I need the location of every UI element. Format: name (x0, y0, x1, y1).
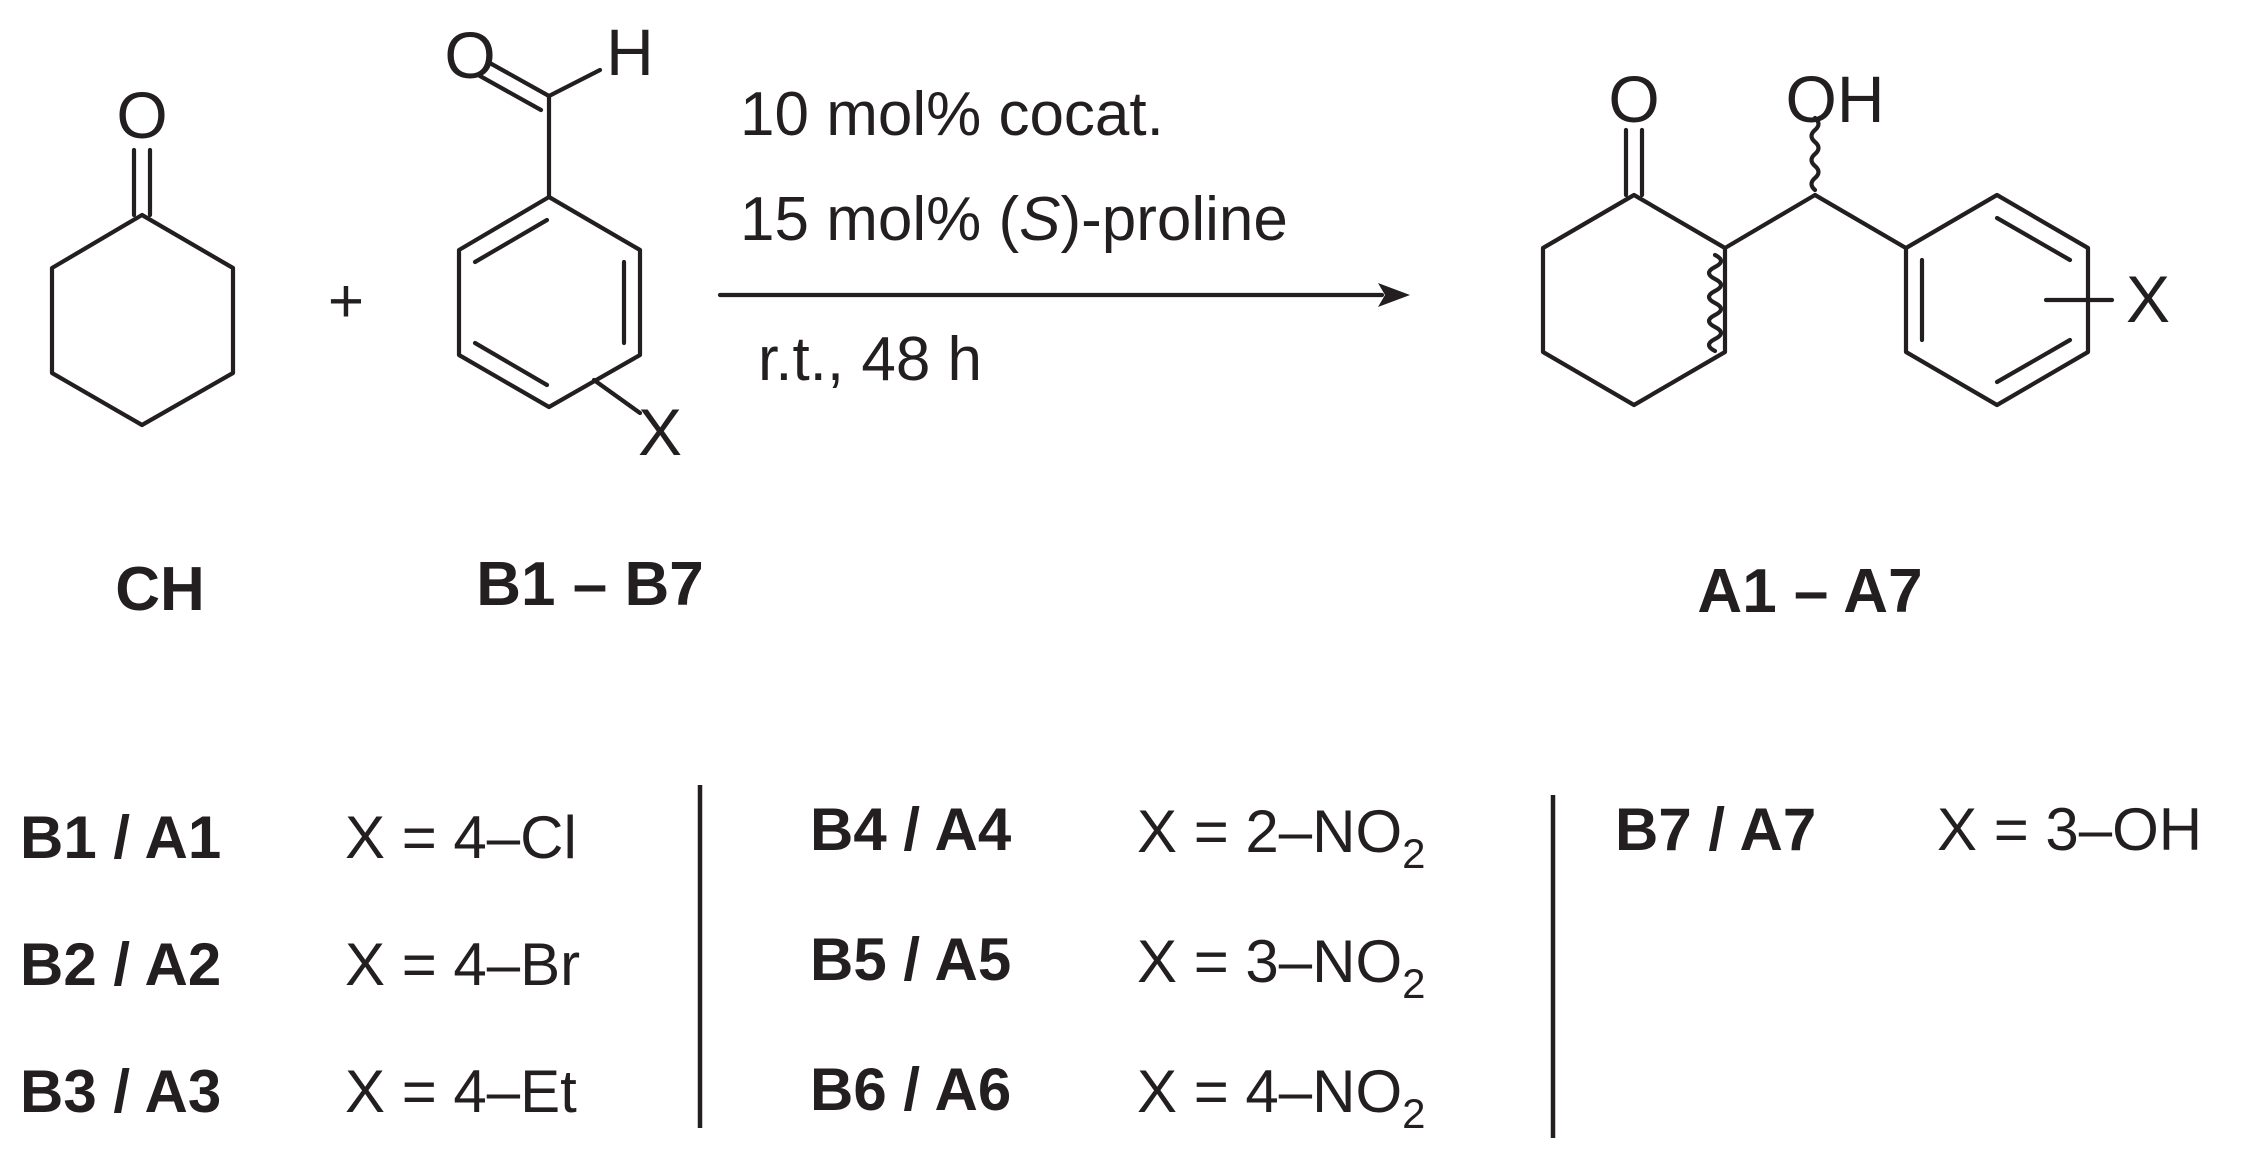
aldehyde-co-bond-b (477, 73, 544, 113)
cyclohexanone-ring (49, 212, 236, 428)
table-row-label: B2 / A2 (20, 931, 221, 998)
table-row-label: B4 / A4 (810, 796, 1012, 863)
label-aldehydes: B1 – B7 (476, 550, 703, 619)
label-products: A1 – A7 (1697, 557, 1922, 626)
product-ketone-oxygen: O (1608, 62, 1659, 136)
aldehyde-hydrogen: H (606, 15, 654, 89)
table-row-substituent: X = 4–NO2 (1137, 1058, 1426, 1137)
aldol-product-structure: O OH X (1540, 62, 2170, 408)
benzaldehyde-ring-inner-1 (472, 217, 550, 265)
table-row-label: B3 / A3 (20, 1058, 221, 1125)
aldehyde-ch-bond (546, 67, 603, 99)
condition-proline: 15 mol% (S)-proline (740, 185, 1288, 254)
product-benzene-ring (1903, 192, 2091, 408)
product-benzene-inner-3 (1994, 337, 2073, 385)
condition-temperature-time: r.t., 48 h (758, 325, 982, 394)
table-row-substituent: X = 3–OH (1937, 796, 2202, 863)
product-benzene-inner-2 (1994, 215, 2073, 263)
substituent-table: B1 / A1 X = 4–Cl B2 / A2 X = 4–Br B3 / A… (20, 785, 2202, 1138)
table-row-label: B1 / A1 (20, 804, 221, 871)
table-row-substituent: X = 2–NO2 (1137, 798, 1426, 877)
benzaldehyde-ring (456, 194, 643, 410)
ketone-oxygen: O (116, 78, 167, 152)
product-hydroxyl: OH (1786, 62, 1885, 136)
benzaldehyde-ring-inner-3 (472, 340, 550, 388)
table-row-label: B5 / A5 (810, 926, 1011, 993)
aldehyde-substituent-x: X (638, 395, 682, 469)
table-row-substituent: X = 4–Br (345, 931, 580, 998)
label-cyclohexanone: CH (115, 555, 205, 624)
aldehyde-oxygen: O (444, 18, 495, 92)
product-choh-aryl-bond (1812, 192, 1909, 251)
product-substituent-x: X (2126, 262, 2170, 336)
plus-sign: + (328, 267, 364, 336)
product-carbinol-stereocenter-wavy (1809, 115, 1821, 193)
cyclohexanone-structure: O (49, 78, 236, 428)
substituent-bond-aldehyde (591, 377, 643, 416)
table-row-label: B6 / A6 (810, 1056, 1011, 1123)
table-row-label: B7 / A7 (1615, 796, 1816, 863)
product-c-choh-bond (1722, 192, 1818, 251)
condition-cocatalyst: 10 mol% cocat. (740, 80, 1164, 149)
product-alpha-stereocenter-wavy (1706, 252, 1724, 354)
table-row-substituent: X = 3–NO2 (1137, 928, 1426, 1007)
benzaldehyde-structure: O H X (444, 15, 682, 469)
aldehyde-co-bond-a (485, 59, 552, 99)
table-row-substituent: X = 4–Cl (345, 804, 577, 871)
product-cyclohexanone-ring (1540, 192, 1728, 408)
arrow-head (1378, 283, 1410, 307)
table-row-substituent: X = 4–Et (345, 1058, 577, 1125)
reaction-arrow (717, 283, 1410, 307)
